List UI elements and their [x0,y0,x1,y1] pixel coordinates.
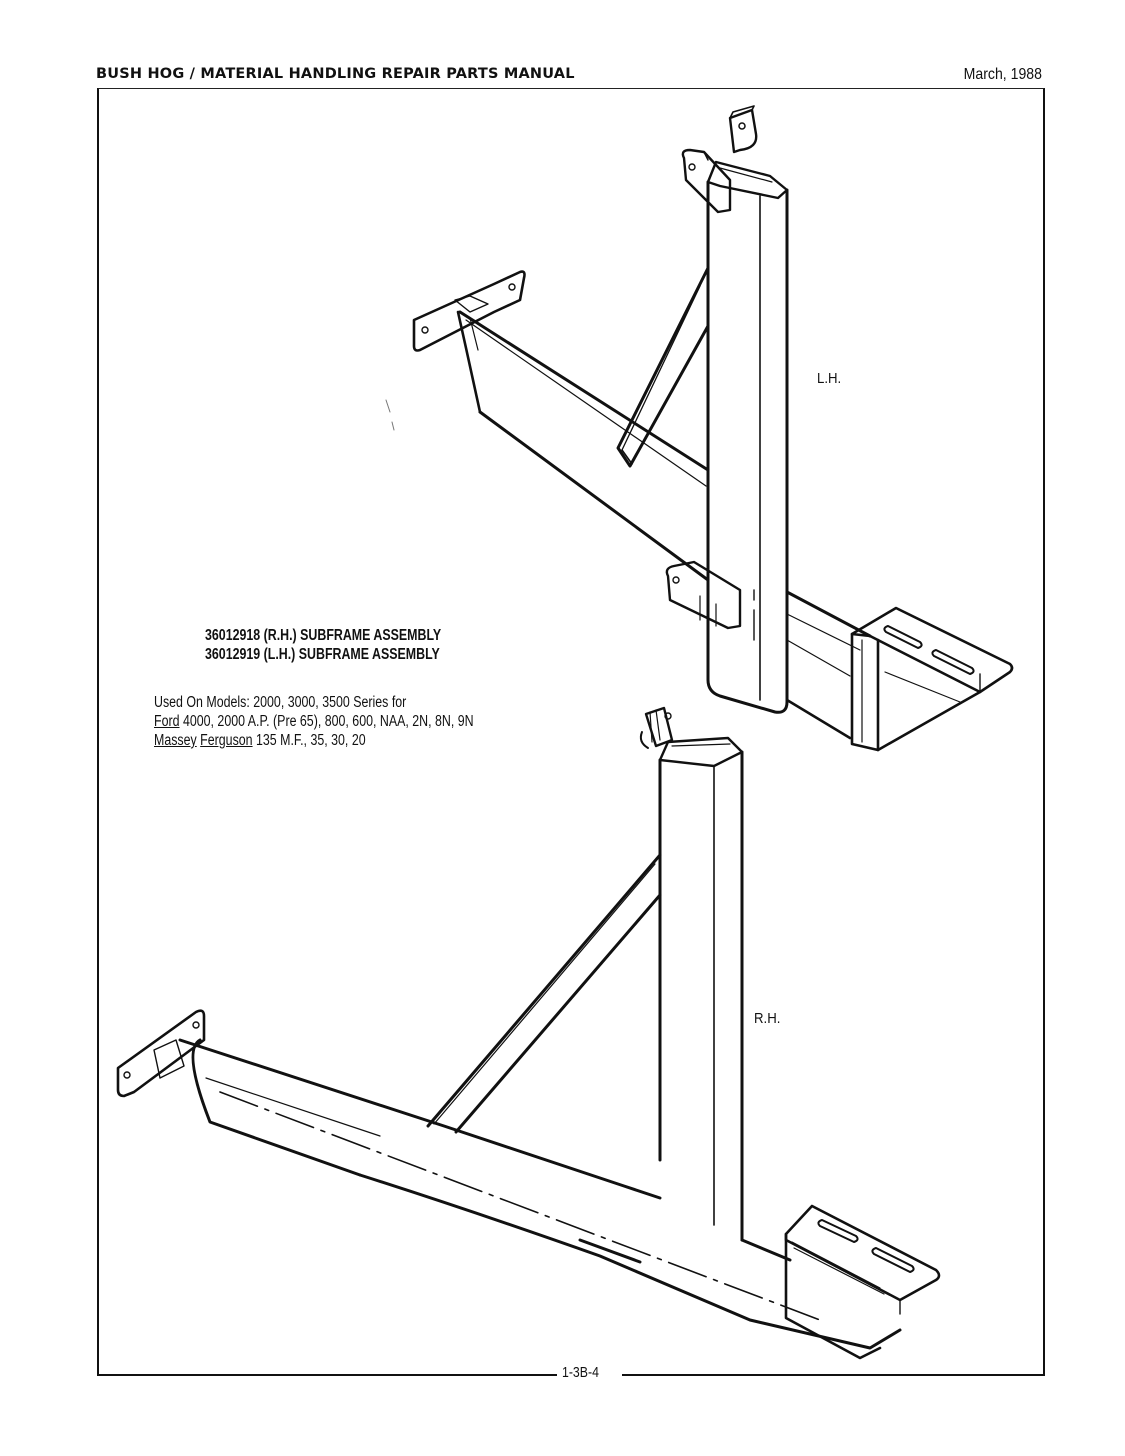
assembly-side: (L.H.) [263,646,296,663]
lh-subframe-drawing [412,105,1014,752]
frame-bottom-rule-left [97,1374,557,1376]
massey-ferguson-models: Massey Ferguson 135 M.F., 35, 30, 20 [154,731,474,750]
ford-model-list: 4000, 2000 A.P. (Pre 65), 800, 600, NAA,… [179,713,474,730]
brand-ford: Ford [154,713,180,730]
assembly-part-number: 36012919 [205,646,261,663]
lh-label: L.H. [817,370,842,387]
page-number: 1-3B-4 [562,1364,599,1381]
rh-label: R.H. [754,1010,781,1027]
assembly-name: SUBFRAME ASSEMBLY [298,646,440,663]
page-frame [97,88,1045,1374]
mf-model-list: 135 M.F., 35, 30, 20 [252,732,366,749]
manual-title: BUSH HOG / MATERIAL HANDLING REPAIR PART… [96,66,575,82]
rh-subframe-drawing [116,706,941,1360]
brand-ferguson: Ferguson [200,732,253,749]
assembly-rh: 36012918 (R.H.) SUBFRAME ASSEMBLY [205,626,441,645]
manual-date: March, 1988 [963,66,1042,83]
assembly-part-number: 36012918 [205,627,261,644]
used-on-intro: Used On Models: 2000, 3000, 3500 Series … [154,694,407,711]
used-on-models: Used On Models: 2000, 3000, 3500 Series … [154,693,554,750]
ford-models: Ford 4000, 2000 A.P. (Pre 65), 800, 600,… [154,712,474,731]
assembly-name: SUBFRAME ASSEMBLY [300,627,442,644]
assembly-lh: 36012919 (L.H.) SUBFRAME ASSEMBLY [205,645,441,664]
assembly-side: (R.H.) [263,627,297,644]
brand-massey: Massey [154,732,197,749]
assembly-caption: 36012918 (R.H.) SUBFRAME ASSEMBLY 360129… [205,626,500,664]
frame-bottom-rule-right [622,1374,1045,1376]
